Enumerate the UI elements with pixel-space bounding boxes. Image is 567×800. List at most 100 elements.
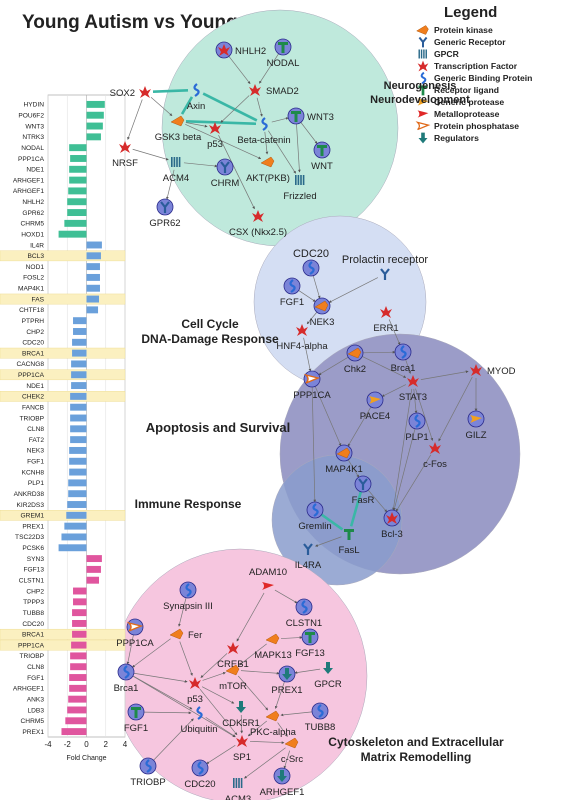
node-fasl[interactable]: FasL xyxy=(338,529,360,556)
node-adam10[interactable]: ADAM10 xyxy=(249,567,287,590)
node-clstn1[interactable]: CLSTN1 xyxy=(286,598,322,629)
binding-protein-icon xyxy=(123,665,130,679)
node-akt-pkb-[interactable]: AKT(PKB) xyxy=(246,156,290,184)
receptor-ligand-icon xyxy=(344,529,354,540)
node-creb1[interactable]: CREB1 xyxy=(217,642,249,670)
icon-shape xyxy=(400,345,407,359)
transcription-factor-icon xyxy=(417,60,429,72)
node-c-fos[interactable]: c-Fos xyxy=(423,442,447,470)
node-cdc20[interactable]: CDC20 xyxy=(184,759,216,790)
node-c-src[interactable]: c-Src xyxy=(281,737,303,765)
node-wnt[interactable]: WNT xyxy=(311,141,333,172)
protein-kinase-icon xyxy=(265,633,280,645)
icon-shape xyxy=(323,662,333,674)
bar-gene-label: CHRM5 xyxy=(21,221,45,228)
node-mtor[interactable]: mTOR xyxy=(219,664,247,692)
node-cdk5r1[interactable]: CDK5R1 xyxy=(222,701,260,729)
edge xyxy=(306,311,318,325)
node-axin[interactable]: Axin xyxy=(187,83,205,112)
node-hnf4-alpha[interactable]: HNF4-alpha xyxy=(276,324,328,352)
transcription-factor-icon xyxy=(209,122,221,134)
icon-shape xyxy=(429,442,441,454)
bar-grem1 xyxy=(66,511,87,519)
edge xyxy=(133,672,188,683)
node-fasr[interactable]: FasR xyxy=(352,475,375,506)
node-plp1[interactable]: PLP1 xyxy=(405,412,429,443)
node-arhgef1[interactable]: ARHGEF1 xyxy=(260,767,305,798)
node-chk2[interactable]: Chk2 xyxy=(344,344,366,375)
node-pkc-alpha[interactable]: PKC-alpha xyxy=(250,710,297,738)
node-sox2[interactable]: SOX2 xyxy=(110,86,151,99)
node-acm3[interactable]: ACM3 xyxy=(225,778,251,800)
node-triobp[interactable]: TRIOBP xyxy=(130,757,166,788)
edge xyxy=(200,653,228,678)
node-fer[interactable]: Fer xyxy=(169,628,202,641)
node-brca1[interactable]: Brca1 xyxy=(114,663,139,694)
node-nrsf[interactable]: NRSF xyxy=(112,141,138,169)
node-label: MAPK13 xyxy=(254,650,292,661)
node-fgf1[interactable]: FGF1 xyxy=(280,277,304,308)
bar-gene-label: PREX1 xyxy=(22,523,44,530)
node-fgf1[interactable]: FGF1 xyxy=(124,703,148,734)
node-tubb8[interactable]: TUBB8 xyxy=(305,702,336,733)
node-brca1[interactable]: Brca1 xyxy=(391,343,416,374)
node-synapsin-iii[interactable]: Synapsin III xyxy=(163,581,213,612)
bar-gene-label: NDE1 xyxy=(26,383,44,390)
node-prex1[interactable]: PREX1 xyxy=(271,665,303,696)
bar-tsc22d3 xyxy=(61,533,87,541)
node-p53[interactable]: p53 xyxy=(207,122,223,150)
node-gilz[interactable]: GILZ xyxy=(465,410,487,441)
node-mapk13[interactable]: MAPK13 xyxy=(254,633,292,661)
node-label: MAP4K1 xyxy=(325,464,363,475)
edge xyxy=(132,638,171,668)
node-stat3[interactable]: STAT3 xyxy=(399,375,427,403)
node-nhlh2[interactable]: NHLH2 xyxy=(215,41,266,59)
node-pace4[interactable]: PACE4 xyxy=(360,391,390,422)
node-label: p53 xyxy=(207,139,223,150)
node-map4k1[interactable]: MAP4K1 xyxy=(325,444,363,475)
node-csx-nkx2-5-[interactable]: CSX (Nkx2.5) xyxy=(229,210,287,238)
edge xyxy=(303,337,312,372)
node-prolactin-receptor[interactable]: Prolactin receptor xyxy=(342,254,429,280)
node-nodal[interactable]: NODAL xyxy=(267,38,300,69)
group-label: Immune Response xyxy=(135,497,242,511)
receptor-ligand-icon xyxy=(305,632,315,643)
node-p53[interactable]: p53 xyxy=(187,677,203,705)
node-label: NODAL xyxy=(267,58,300,69)
node-wnt3[interactable]: WNT3 xyxy=(287,107,334,125)
node-myod[interactable]: MYOD xyxy=(470,364,516,377)
bar-gene-label: CDC20 xyxy=(22,340,44,347)
icon-shape xyxy=(123,665,130,679)
node-ubiquitin[interactable]: Ubiquitin xyxy=(181,706,218,735)
node-cdc20[interactable]: CDC20 xyxy=(293,248,329,277)
node-frizzled[interactable]: Frizzled xyxy=(283,175,317,202)
node-il4ra[interactable]: IL4RA xyxy=(295,543,322,571)
node-smad2[interactable]: SMAD2 xyxy=(249,84,299,97)
node-bcl-3[interactable]: Bcl-3 xyxy=(381,509,403,540)
node-nek3[interactable]: NEK3 xyxy=(310,297,335,328)
node-gpcr[interactable]: GPCR xyxy=(314,662,342,690)
bar-fat2 xyxy=(70,436,87,444)
generic-receptor-icon xyxy=(160,201,170,213)
node-beta-catenin[interactable]: Beta-catenin xyxy=(237,117,291,146)
binding-protein-icon xyxy=(420,71,427,85)
legend-item-label: Regulators xyxy=(434,133,479,143)
node-label: MYOD xyxy=(487,366,516,377)
node-gsk3-beta[interactable]: GSK3 beta xyxy=(155,115,202,143)
icon-shape xyxy=(185,583,192,597)
node-acm4[interactable]: ACM4 xyxy=(163,157,189,184)
node-label: GPCR xyxy=(314,679,342,690)
node-ppp1ca[interactable]: PPP1CA xyxy=(116,618,154,649)
node-fgf13[interactable]: FGF13 xyxy=(295,628,325,659)
node-err1[interactable]: ERR1 xyxy=(373,306,399,334)
bar-gene-label: ARHGEF1 xyxy=(13,177,44,184)
legend-item-label: Protein kinase xyxy=(434,25,493,35)
node-gpr62[interactable]: GPR62 xyxy=(149,198,181,229)
node-gremlin[interactable]: Gremlin xyxy=(298,501,332,532)
node-chrm[interactable]: CHRM xyxy=(211,158,240,189)
node-sp1[interactable]: SP1 xyxy=(233,735,251,763)
node-ppp1ca[interactable]: PPP1CA xyxy=(293,370,331,401)
edge xyxy=(259,53,279,84)
bar-gene-label: HOXD1 xyxy=(21,231,44,238)
bar-gene-label: BCL3 xyxy=(28,253,45,260)
